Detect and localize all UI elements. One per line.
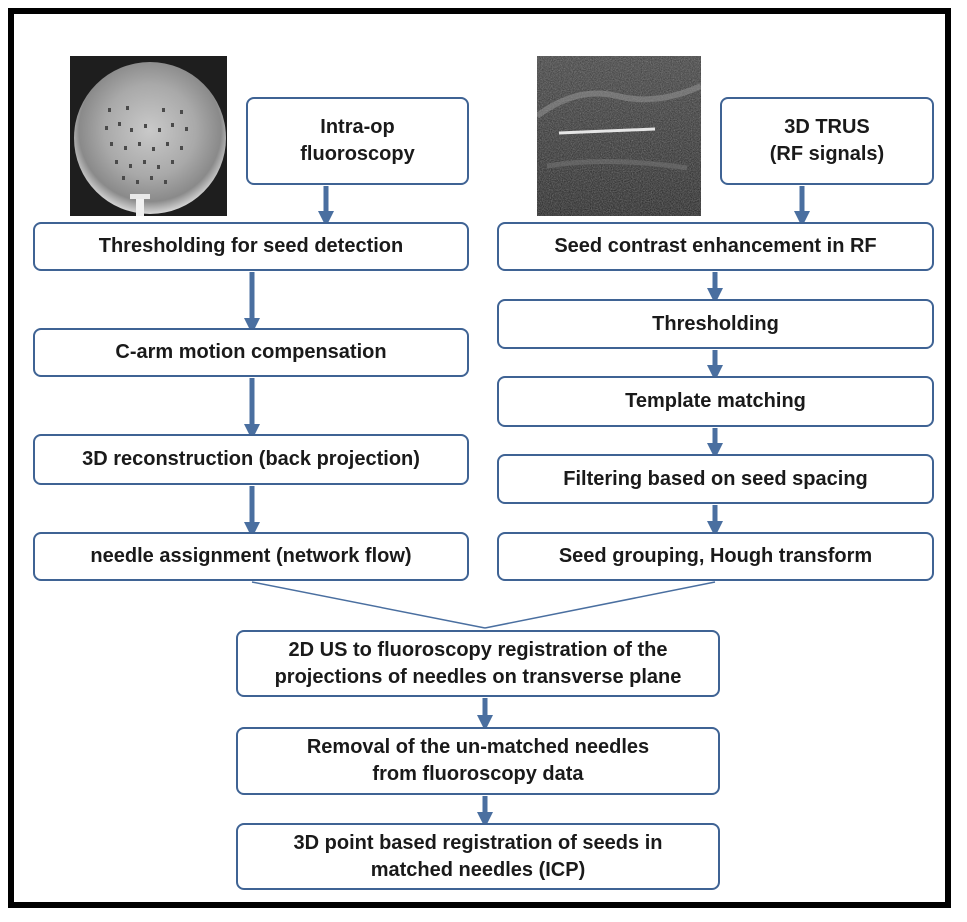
contrast-enhancement-node: Seed contrast enhancement in RF [497, 222, 934, 271]
seed-grouping-node: Seed grouping, Hough transform [497, 532, 934, 581]
removal-node: Removal of the un-matched needles from f… [236, 727, 720, 795]
seed-thresholding-node: Thresholding for seed detection [33, 222, 469, 271]
carm-compensation-node: C-arm motion compensation [33, 328, 469, 377]
fluoroscopy-image [70, 56, 227, 216]
thresholding-node: Thresholding [497, 299, 934, 349]
filtering-node: Filtering based on seed spacing [497, 454, 934, 504]
template-matching-node: Template matching [497, 376, 934, 427]
fan-line-left [251, 581, 486, 629]
reconstruction-node: 3D reconstruction (back projection) [33, 434, 469, 485]
trus-source-node: 3D TRUS (RF signals) [720, 97, 934, 185]
fan-line-right [484, 581, 716, 629]
fluoroscopy-source-node: Intra-op fluoroscopy [246, 97, 469, 185]
registration-3d-node: 3D point based registration of seeds in … [236, 823, 720, 890]
ultrasound-image [537, 56, 701, 216]
needle-assignment-node: needle assignment (network flow) [33, 532, 469, 581]
registration-2d-node: 2D US to fluoroscopy registration of the… [236, 630, 720, 697]
